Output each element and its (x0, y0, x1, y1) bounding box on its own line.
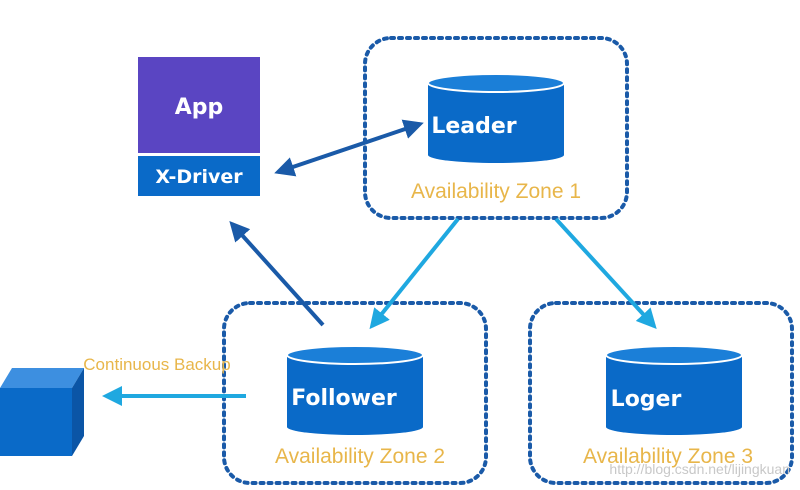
follower-database-icon (286, 345, 424, 435)
zone-1-label: Availability Zone 1 (411, 180, 581, 203)
backup-label: Continuous Backup (83, 355, 230, 374)
leader-database-icon (427, 73, 565, 163)
logger-database-icon (605, 345, 743, 435)
leader-label: Leader (431, 114, 516, 139)
backup-storage-cube-icon (0, 368, 84, 456)
zone-2-label: Availability Zone 2 (275, 445, 445, 468)
watermark-text: http://blog.csdn.net/lijingkuan (609, 461, 790, 477)
logger-label: Loger (611, 387, 682, 412)
app-leader-arrow (274, 119, 424, 177)
zone-3-label: Availability Zone 3 (583, 445, 753, 468)
app-label: App (175, 95, 224, 120)
x-driver-label: X-Driver (155, 166, 243, 188)
zone-1-border (363, 36, 629, 220)
follower-to-app-arrow (229, 221, 325, 327)
app-box (138, 57, 260, 153)
x-driver-box (138, 156, 260, 196)
follower-label: Follower (291, 386, 397, 411)
zone-3-border (528, 301, 794, 485)
leader-to-logger-arrow (554, 217, 657, 329)
zone-2-border (222, 301, 488, 485)
leader-to-follower-arrow (369, 217, 460, 330)
